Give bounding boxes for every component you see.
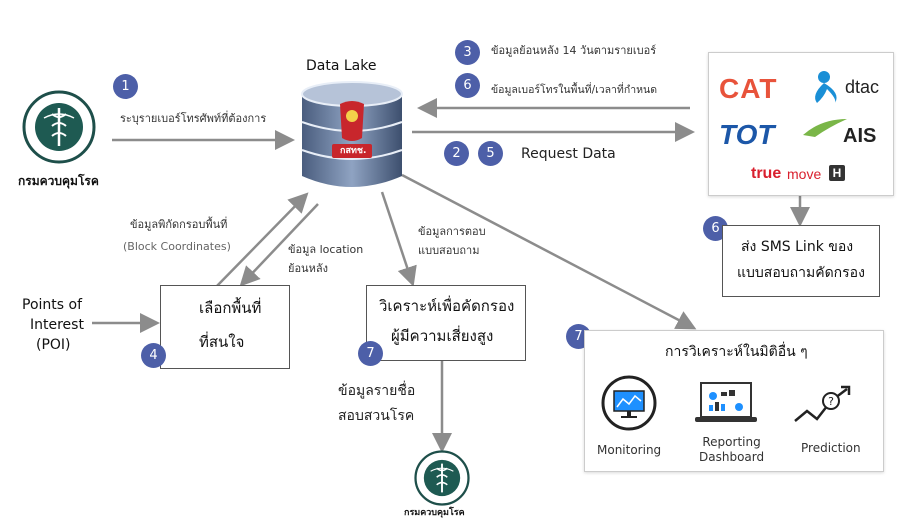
operators-box: CAT dtac TOT AIS true move H <box>708 52 894 196</box>
true-logo: true <box>751 165 782 182</box>
dashboard-icon <box>695 382 757 422</box>
step-2-badge: 2 <box>444 141 469 166</box>
poi-label-2: Interest <box>30 317 84 333</box>
moph-org-name: กรมควบคุมโรค <box>18 174 99 188</box>
investigation-label-2: สอบสวนโรค <box>338 408 415 424</box>
arrow-datalake-to-analyze <box>380 191 417 287</box>
database-icon <box>301 81 403 187</box>
block-coords-en-label: (Block Coordinates) <box>123 240 231 253</box>
step-3-badge: 3 <box>455 40 480 65</box>
svg-text:?: ? <box>828 395 834 408</box>
analyze-label-1: วิเคราะห์เพื่อคัดกรอง <box>379 297 515 315</box>
select-area-label-2: ที่สนใจ <box>199 333 245 351</box>
step-4-badge: 4 <box>141 343 166 368</box>
other-analysis-box: การวิเคราะห์ในมิติอื่น ๆ Monitoring Repo… <box>584 330 884 472</box>
analyze-label-2: ผู้มีความเสี่ยงสูง <box>391 327 494 345</box>
block-coords-th-label: ข้อมูลพิกัดกรอบพื้นที่ <box>130 218 228 231</box>
moph-org-name-bottom: กรมควบคุมโรค <box>404 508 465 518</box>
request-numbers-label: ระบุรายเบอร์โทรศัพท์ที่ต้องการ <box>120 112 267 125</box>
location-back-label-1: ข้อมูล location <box>288 243 364 256</box>
moph-seal <box>22 90 96 164</box>
moph-seal-icon <box>22 90 96 164</box>
sms-label-1: ส่ง SMS Link ของ <box>741 239 854 255</box>
numbers-in-area-label: ข้อมูลเบอร์โทรในพื้นที่/เวลาที่กำหนด <box>491 84 658 96</box>
step-6-badge: 6 <box>455 73 480 98</box>
arrow-datalake-to-selectarea <box>239 203 319 287</box>
truemove-logo: move <box>787 166 822 182</box>
moph-seal-bottom <box>414 450 470 506</box>
cat-logo: CAT <box>719 73 778 104</box>
investigation-label-1: ข้อมูลรายชื่อ <box>338 383 416 399</box>
data-lake-title: Data Lake <box>306 58 377 74</box>
tot-logo: TOT <box>719 119 775 150</box>
location-back-label-2: ย้อนหลัง <box>288 262 328 275</box>
prediction-icon: ? <box>794 385 851 422</box>
request-data-label: Request Data <box>521 146 616 162</box>
analyze-box: วิเคราะห์เพื่อคัดกรอง ผู้มีความเสี่ยงสูง <box>366 285 526 361</box>
truemove-h-icon: H <box>829 165 845 181</box>
history-14days-label: ข้อมูลย้อนหลัง 14 วันตามรายเบอร์ <box>491 44 657 57</box>
ais-logo-icon <box>803 119 847 137</box>
dtac-logo: dtac <box>845 77 880 97</box>
other-analysis-title: การวิเคราะห์ในมิติอื่น ๆ <box>665 344 808 360</box>
sms-box: ส่ง SMS Link ของ แบบสอบถามคัดกรอง <box>722 225 880 297</box>
select-area-label-1: เลือกพื้นที่ <box>199 299 262 317</box>
ais-logo: AIS <box>843 125 877 147</box>
prediction-label: Prediction <box>801 441 861 455</box>
step-1-badge: 1 <box>113 74 138 99</box>
dashboard-label: Reporting Dashboard <box>699 435 765 464</box>
step-5-badge: 5 <box>478 141 503 166</box>
monitoring-label: Monitoring <box>597 443 662 457</box>
data-lake-label: กสทช. <box>340 146 367 156</box>
dtac-logo-icon <box>815 71 837 103</box>
step-7a-badge: 7 <box>358 341 383 366</box>
poi-label-1: Points of <box>22 297 82 313</box>
arrow-datalake-to-other <box>401 173 697 330</box>
survey-answers-label-1: ข้อมูลการตอบ <box>418 225 486 238</box>
moph-seal-bottom-icon <box>414 450 470 506</box>
select-area-box: เลือกพื้นที่ ที่สนใจ <box>160 285 290 369</box>
arrow-selectarea-to-datalake <box>214 192 309 289</box>
data-lake-database <box>298 80 406 192</box>
sms-label-2: แบบสอบถามคัดกรอง <box>737 265 865 281</box>
monitoring-icon <box>601 375 657 431</box>
survey-answers-label-2: แบบสอบถาม <box>418 244 480 257</box>
poi-label-3: (POI) <box>36 337 71 353</box>
